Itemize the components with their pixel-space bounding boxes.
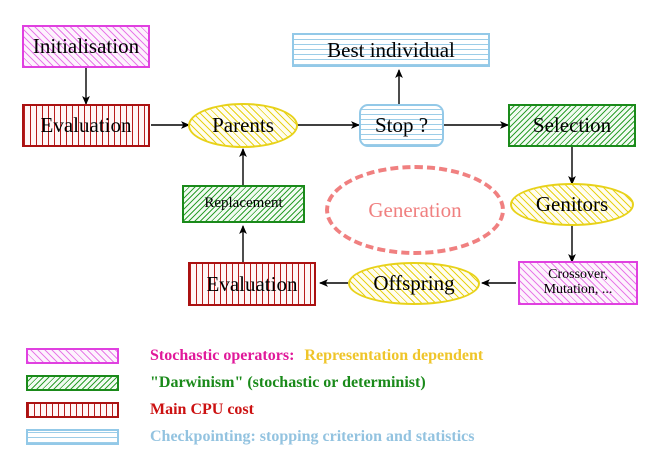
node-replacement[interactable]: Replacement [182,185,305,223]
node-crossover-mutation[interactable]: Crossover, Mutation, ... [518,261,638,305]
node-stop[interactable]: Stop ? [359,104,444,147]
node-best-individual-label: Best individual [327,37,455,62]
legend: Stochastic operators: Representation dep… [26,344,626,452]
node-generation-label: Generation [368,197,462,222]
node-selection-label: Selection [532,113,612,138]
legend-swatch-blue-horizontal-hatch [26,429,119,445]
node-initialisation-label: Initialisation [32,34,140,59]
node-parents-label: Parents [212,113,274,138]
node-evaluation-top-label: Evaluation [40,113,132,138]
node-evaluation-bottom[interactable]: Evaluation [188,262,316,306]
node-crossover-mutation-label-line1: Crossover, [548,267,608,283]
node-evaluation-top[interactable]: Evaluation [22,104,150,147]
legend-label-representation-dependent: Representation dependent [304,347,484,364]
node-initialisation[interactable]: Initialisation [22,25,150,68]
legend-swatch-magenta-diagonal-hatch [26,348,119,364]
node-best-individual[interactable]: Best individual [292,33,490,67]
node-offspring-label: Offspring [373,271,455,296]
legend-swatch-red-vertical-hatch [26,402,119,418]
node-offspring[interactable]: Offspring [348,262,480,305]
node-generation: Generation [325,165,505,255]
node-parents[interactable]: Parents [188,103,298,148]
node-selection[interactable]: Selection [508,104,636,147]
node-genitors[interactable]: Genitors [510,183,634,226]
node-crossover-mutation-label-line2: Mutation, ... [543,282,613,297]
node-evaluation-bottom-label: Evaluation [206,271,298,296]
node-genitors-label: Genitors [535,192,609,217]
legend-row-checkpointing: Checkpointing: stopping criterion and st… [26,425,626,449]
legend-label-darwinism: "Darwinism" (stochastic or determinist) [150,374,426,391]
legend-label-stochastic-operators: Stochastic operators: [150,347,295,364]
legend-row-stochastic-operators: Stochastic operators: Representation dep… [26,344,626,368]
legend-row-darwinism: "Darwinism" (stochastic or determinist) [26,371,626,395]
legend-row-main-cpu-cost: Main CPU cost [26,398,626,422]
legend-label-main-cpu-cost: Main CPU cost [150,401,254,418]
node-stop-label: Stop ? [374,113,429,138]
legend-swatch-green-diagonal-hatch [26,375,119,391]
node-replacement-label: Replacement [204,195,283,212]
legend-label-checkpointing: Checkpointing: stopping criterion and st… [150,428,475,445]
